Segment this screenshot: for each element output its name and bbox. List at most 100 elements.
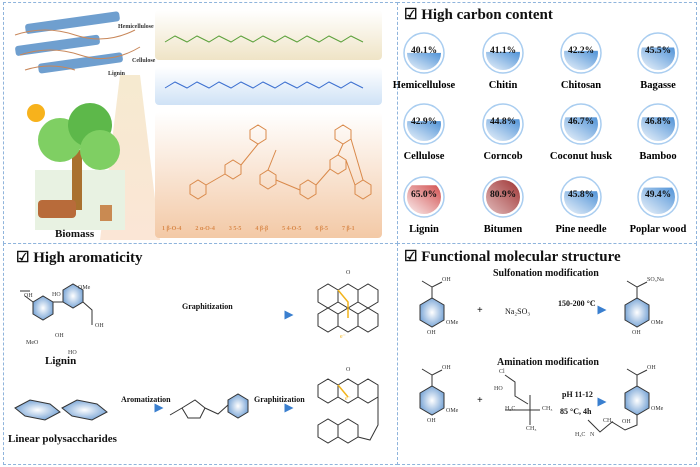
carbon-value: 42.2% [567, 46, 595, 56]
gauge-fill [486, 51, 520, 70]
panel-functional [397, 243, 697, 465]
sulfonation-label: Sulfonation modification [493, 268, 599, 279]
linkage: 5 4-O-5 [282, 226, 302, 232]
gauge-fill [407, 185, 441, 214]
plus-sign: + [477, 395, 483, 406]
ome-group: OMe [651, 320, 664, 326]
graphitization-label-2: Graphitization [254, 395, 305, 404]
polysaccharide-structure [14, 399, 108, 421]
carbonyl-o: O [346, 367, 351, 373]
carbon-label: Bagasse [640, 80, 676, 91]
carbon-value: 41.1% [489, 46, 517, 56]
gauge-fill [564, 191, 598, 214]
electron-label: e⁻ [340, 334, 346, 340]
meo-group: MeO [26, 340, 39, 346]
oh-group: OH [622, 419, 631, 425]
furan-intermediate [169, 393, 249, 419]
gauge-fill [407, 52, 441, 70]
checkbox-icon: ☑ [404, 249, 422, 265]
ome-group: OMe [651, 406, 664, 412]
aromaticity-title-text: High aromaticity [33, 250, 143, 266]
biomass-label: Biomass [55, 228, 95, 240]
hemicellulose-chain [164, 35, 364, 43]
carbon-label: Poplar wood [629, 224, 687, 235]
h3c-group: H₃C [505, 406, 516, 412]
functional-title: ☑ Functional molecular structure [404, 247, 621, 266]
oh-group: OH [95, 323, 104, 329]
carbon-label: Hemicellulose [392, 80, 456, 91]
gauge-fill [486, 180, 520, 214]
linkage: 1 β-O-4 [162, 226, 182, 232]
lignin-dimer-structure [20, 283, 93, 325]
ome-group: OMe [446, 408, 459, 414]
carbon-label: Bamboo [639, 151, 677, 162]
label-hemicellulose: Hemicellulose [118, 24, 154, 30]
gauge-fill [564, 117, 598, 141]
oh-group: OH [427, 330, 436, 336]
aromatization-label: Aromatization [121, 395, 171, 404]
lignin-structure-label: Lignin [45, 355, 77, 367]
carbon-label: Chitin [488, 80, 518, 91]
carbon-value: 46.8% [644, 117, 672, 127]
polysaccharide-label: Linear polysaccharides [8, 433, 117, 445]
oh-group: OH [632, 330, 641, 336]
ome-group: OMe [446, 320, 459, 326]
gauge-fill [641, 187, 675, 214]
carbon-label: Coconut husk [549, 151, 613, 162]
carbon-label: Pine needle [555, 224, 607, 235]
linkage: 2 α-O-4 [195, 226, 215, 232]
linkage: 7 β-1 [342, 226, 355, 232]
oh-group: OH [442, 365, 451, 371]
lignin-structure [189, 124, 372, 200]
carbon-label: Cellulose [403, 151, 445, 162]
carbonyl-o: O [346, 270, 351, 276]
lignin-linkage-legend: 1 β-O-4 2 α-O-4 3 5-5 4 β-β 5 4-O-5 6 β-… [162, 226, 355, 232]
ch3-group: CH₃ [542, 406, 553, 412]
cellulose-structure-box [155, 67, 382, 105]
linkage: 3 5-5 [228, 226, 242, 232]
amination-condition-ph: pH 11-12 [562, 390, 593, 399]
gauge-fill [641, 47, 675, 70]
ch3-group: CH₃ [603, 418, 614, 424]
carbon-value: 40.1% [410, 46, 438, 56]
ch3-group: CH₃ [526, 426, 537, 432]
side-chains [421, 280, 648, 433]
n-atom: N [590, 432, 595, 438]
functional-title-text: Functional molecular structure [421, 249, 621, 265]
gauge-fill [407, 121, 441, 141]
cellulose-chain [164, 81, 364, 89]
carbon-value: 80.9% [489, 190, 517, 200]
carbon-label: Bitumen [483, 224, 523, 235]
label-cellulose: Cellulose [132, 58, 156, 64]
oh-group: OH [55, 333, 64, 339]
checkbox-icon: ☑ [404, 7, 422, 23]
carbon-label: Lignin [409, 224, 439, 235]
graphitic-product-2 [317, 378, 379, 444]
carbon-value: 49.4% [644, 190, 672, 200]
amination-label: Amination modification [497, 357, 599, 368]
carbon-value: 44.8% [489, 117, 517, 127]
amination-condition-temp: 85 °C, 4h [560, 407, 592, 416]
carbon-label: Chitosan [560, 80, 602, 91]
ho-group: HO [68, 350, 77, 356]
carbon-title: ☑ High carbon content [404, 5, 553, 24]
gauge-fill [641, 117, 675, 141]
fibril-bundle [14, 11, 141, 74]
hemicellulose-structure-box [155, 10, 382, 60]
carbon-value: 42.9% [410, 117, 438, 127]
oh-group: OH [427, 418, 436, 424]
oh-group: OH [442, 277, 451, 283]
oh-group: OH [24, 293, 33, 299]
oh-group: OH [647, 365, 656, 371]
